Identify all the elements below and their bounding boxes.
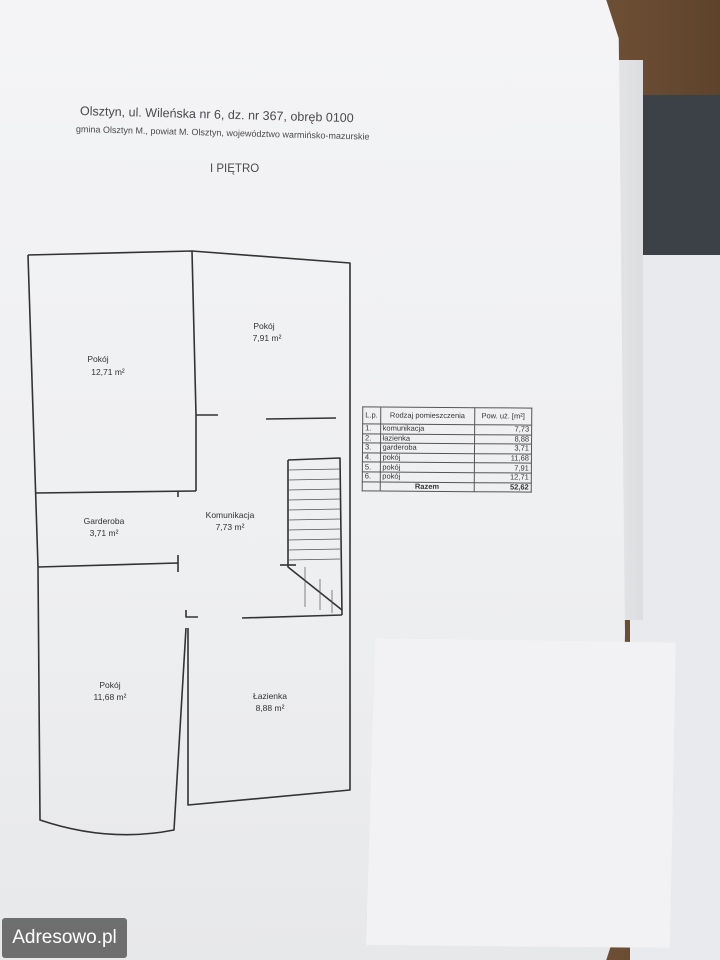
watermark-logo: Adresowo.pl xyxy=(2,918,127,958)
outer-wall-left-bottom xyxy=(37,566,187,836)
wall-garderoba-bottom xyxy=(37,562,179,572)
room-label-komunikacja: Komunikacja xyxy=(206,510,255,520)
room-area-pokoj-1: 12,71 m² xyxy=(91,367,125,377)
room-area-pokoj-2: 7,91 m² xyxy=(253,333,282,343)
wall-top-divider xyxy=(191,250,197,416)
administrative-line: gmina Olsztyn M., powiat M. Olsztyn, woj… xyxy=(75,124,370,142)
address-line: Olsztyn, ul. Wileńska nr 6, dz. nr 367, … xyxy=(79,104,354,126)
wall-pokoj-right-bottom xyxy=(196,414,337,420)
room-label-pokoj-2: Pokój xyxy=(253,321,274,331)
table-total-value: 52,62 xyxy=(474,482,532,493)
outer-wall-right xyxy=(27,250,351,806)
wall-left-room-bottom xyxy=(35,490,197,494)
stairs-steps xyxy=(287,468,341,613)
blank-note-paper xyxy=(366,638,676,948)
table-header-area: Pow. uż. [m²] xyxy=(474,407,532,426)
outer-wall-left-top xyxy=(27,254,39,568)
table-total-label: Razem xyxy=(379,481,475,492)
stairs-outline xyxy=(287,457,343,616)
floor-title: I PIĘTRO xyxy=(210,163,260,175)
area-table: L.p. Rodzaj pomieszczenia Pow. uż. [m²] … xyxy=(362,406,533,493)
room-area-lazienka: 8,88 m² xyxy=(256,703,285,713)
room-label-pokoj-1: Pokój xyxy=(87,354,108,364)
room-area-pokoj-3: 11,68 m² xyxy=(94,692,127,702)
table-header-type: Rodzaj pomieszczenia xyxy=(380,407,475,425)
wall-lazienka-top xyxy=(185,610,343,619)
table-total-row: Razem 52,62 xyxy=(362,481,532,493)
room-area-garderoba: 3,71 m² xyxy=(90,528,119,538)
table-header-lp: L.p. xyxy=(362,406,381,425)
floor-plan: Pokój 12,71 m² Pokój 7,91 m² Garderoba 3… xyxy=(27,250,351,836)
room-area-komunikacja: 7,73 m² xyxy=(216,522,245,532)
room-label-garderoba: Garderoba xyxy=(84,516,125,526)
room-label-lazienka: Łazienka xyxy=(253,691,287,701)
room-label-pokoj-3: Pokój xyxy=(99,680,120,690)
